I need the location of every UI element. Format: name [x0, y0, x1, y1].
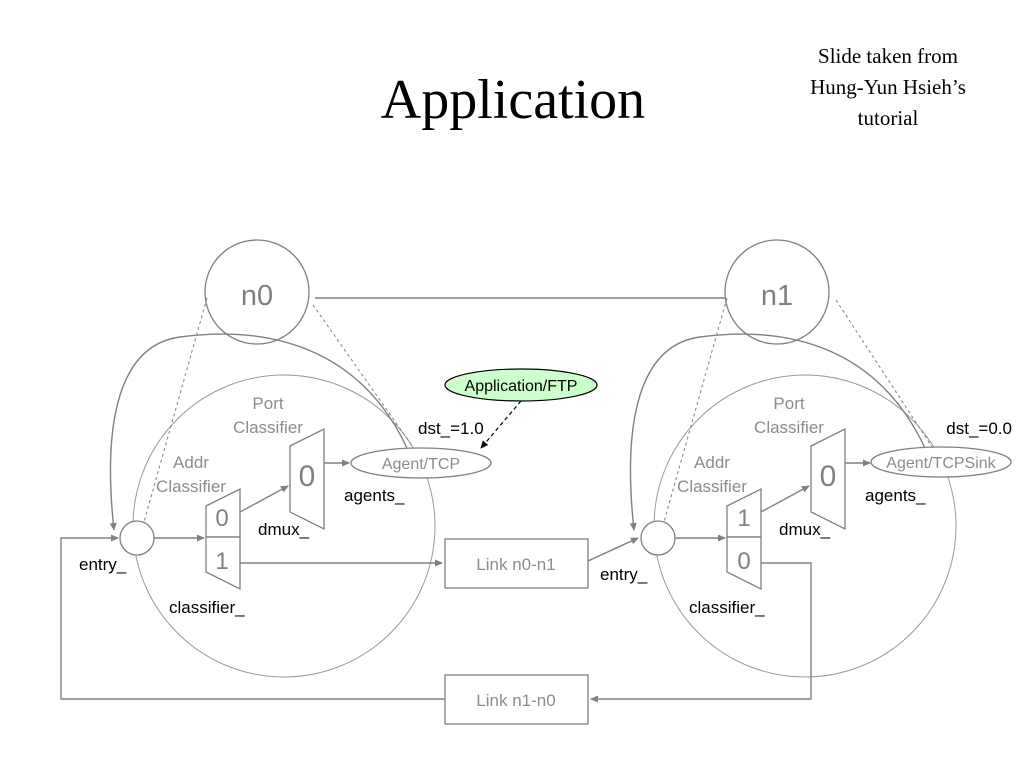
n1-addr-classifier-label-2: Classifier: [677, 477, 747, 496]
n0-port-classifier-shape: [289, 427, 325, 531]
node-n0-group: n0 0 1 0 Agent/TCP Port Classifier Addr …: [79, 239, 492, 678]
n1-classifier-slot-1: 0: [737, 548, 750, 575]
n1-entry-label: entry_: [600, 565, 648, 584]
n0-addr-classifier-label-2: Classifier: [156, 477, 226, 496]
n1-classifier-to-dmux-arrow: [760, 485, 810, 513]
n0-dmux-slot-0: 0: [299, 460, 316, 493]
n0-agent-ellipse: [350, 447, 492, 479]
n1-addr-classifier-label-1: Addr: [694, 453, 730, 472]
n0-classifier-label: classifier_: [169, 598, 245, 617]
application-to-agent-arrow: [480, 400, 522, 449]
credit-line-1: Slide taken from: [818, 44, 958, 68]
link-to-n1-entry-arrow: [587, 537, 639, 562]
slide-title: Application: [381, 69, 645, 131]
n1-agents-label: agents_: [865, 486, 926, 505]
credit-line-3: tutorial: [858, 106, 919, 130]
node-n0-circle: [204, 239, 310, 345]
n0-classifier-slot-1: 1: [215, 548, 228, 575]
n0-dmux-label: dmux_: [258, 520, 310, 539]
node-n0-label: n0: [241, 280, 273, 312]
link-n1-n0-box: [444, 674, 589, 725]
n1-dst-label: dst_=0.0: [946, 419, 1012, 438]
n1-classifier-label: classifier_: [689, 598, 765, 617]
node-n1-circle: [724, 239, 830, 345]
n1-entry-point: [640, 520, 676, 556]
n0-entry-point: [119, 520, 155, 556]
n0-agent-to-entry-path: [109, 333, 408, 531]
n1-port-classifier-label-2: Classifier: [754, 418, 824, 437]
n0-addr-classifier-shape: [205, 487, 241, 591]
n0-classifier-to-dmux-arrow: [239, 485, 289, 513]
link-n0-n1-box: [444, 538, 589, 589]
n1-agent-label: Agent/TCPSink: [886, 455, 996, 472]
n1-agent-to-entry-path: [629, 333, 926, 531]
n1-classifier-slot-0: 1: [737, 505, 750, 532]
n1-port-classifier-shape: [810, 427, 846, 531]
n1-addr-classifier-shape: [726, 487, 762, 591]
n0-addr-classifier-label-1: Addr: [173, 453, 209, 472]
n1-port-classifier-label-1: Port: [773, 394, 804, 413]
n1-dmux-label: dmux_: [779, 520, 831, 539]
node-n1-label: n1: [761, 280, 793, 312]
link-n1-n0-label: Link n1-n0: [476, 691, 555, 710]
n0-entry-label: entry_: [79, 555, 127, 574]
n1-agent-ellipse: [870, 446, 1012, 478]
n0-port-classifier-label-2: Classifier: [233, 418, 303, 437]
n0-classifier-slot-0: 0: [215, 505, 228, 532]
link-n0-n1-label: Link n0-n1: [476, 555, 555, 574]
n0-zoom-line-right: [312, 304, 414, 448]
return-link-to-n0-entry-path: [60, 534, 445, 700]
node-n1-group: n1 1 0 0 Agent/TCPSink Port Classifier A…: [600, 239, 1012, 678]
n1-dmux-slot-0: 0: [820, 460, 837, 493]
n0-dst-label: dst_=1.0: [418, 419, 484, 438]
n1-classifier-to-return-link-path: [590, 562, 812, 703]
n0-port-classifier-label-1: Port: [252, 394, 283, 413]
credit-line-2: Hung-Yun Hsieh’s: [810, 75, 966, 99]
n0-agent-label: Agent/TCP: [382, 456, 460, 473]
application-ftp-label: Application/FTP: [465, 378, 578, 395]
n1-zoom-line-right: [835, 299, 933, 448]
n0-agents-label: agents_: [344, 486, 405, 505]
